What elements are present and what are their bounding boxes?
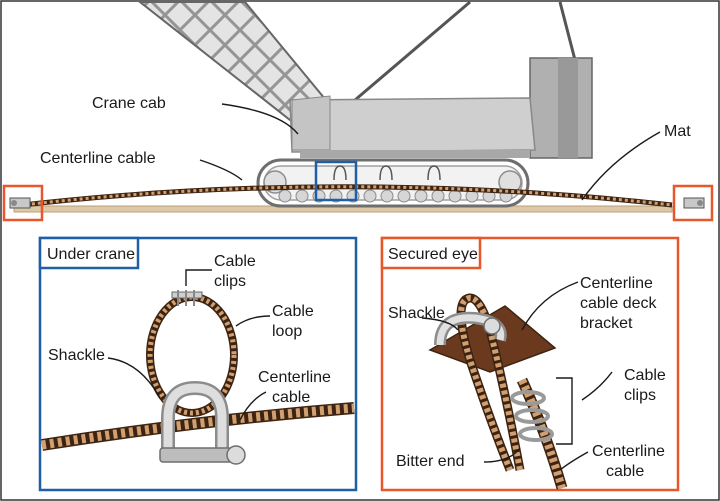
deck-bracket-label-1: Centerline — [580, 275, 653, 292]
secured-eye-shackle — [434, 311, 507, 346]
crane-scene: Crane cab Centerline cable Mat — [2, 0, 714, 222]
centerline-cable-label: Centerline cable — [40, 150, 156, 167]
deck-bracket-label-2: cable deck — [580, 295, 657, 312]
crawler-track — [256, 158, 530, 208]
under-crane-cable-clips-label-2: clips — [214, 273, 246, 290]
secured-eye-title: Secured eye — [388, 246, 478, 263]
under-crane-centerline-label-1: Centerline — [258, 369, 331, 386]
counterweight — [529, 57, 593, 159]
centerline-cable-strands — [13, 185, 673, 208]
right-anchor — [672, 184, 714, 222]
secured-eye-cable-clips — [510, 390, 554, 442]
under-crane-panel: Under crane Cable clips Cable lo — [38, 236, 358, 492]
cable-loop-label-2: loop — [272, 323, 302, 340]
mat-leader — [581, 131, 661, 201]
crane-boom — [137, 0, 577, 122]
bitter-end-label: Bitter end — [396, 453, 464, 470]
secured-eye-panel: Secured eye Shackle Centerline — [380, 236, 680, 492]
under-crane-title: Under crane — [47, 246, 135, 263]
crane-cab-leader — [221, 103, 299, 135]
under-crane-cable-clips-label-1: Cable — [214, 253, 256, 270]
under-crane-shackle — [159, 380, 246, 465]
secured-eye-centerline-label-2: cable — [606, 463, 644, 480]
crane-cab — [289, 95, 536, 158]
under-crane-highlight — [314, 160, 358, 202]
under-crane-cable-clips — [171, 290, 203, 306]
under-crane-centerline-label-2: cable — [272, 389, 310, 406]
cable-loop-label-1: Cable — [272, 303, 314, 320]
under-crane-shackle-label: Shackle — [48, 347, 105, 364]
crane-cab-label: Crane cab — [92, 95, 166, 112]
centerline-cable-leader — [199, 159, 243, 181]
secured-eye-shackle-label: Shackle — [388, 305, 445, 322]
secured-eye-cable-clips-label-2: clips — [624, 387, 656, 404]
mat-label: Mat — [664, 123, 691, 140]
secured-eye-cable-clips-label-1: Cable — [624, 367, 666, 384]
left-anchor — [2, 184, 44, 222]
secured-eye-centerline-label-1: Centerline — [592, 443, 665, 460]
deck-bracket-label-3: bracket — [580, 315, 633, 332]
